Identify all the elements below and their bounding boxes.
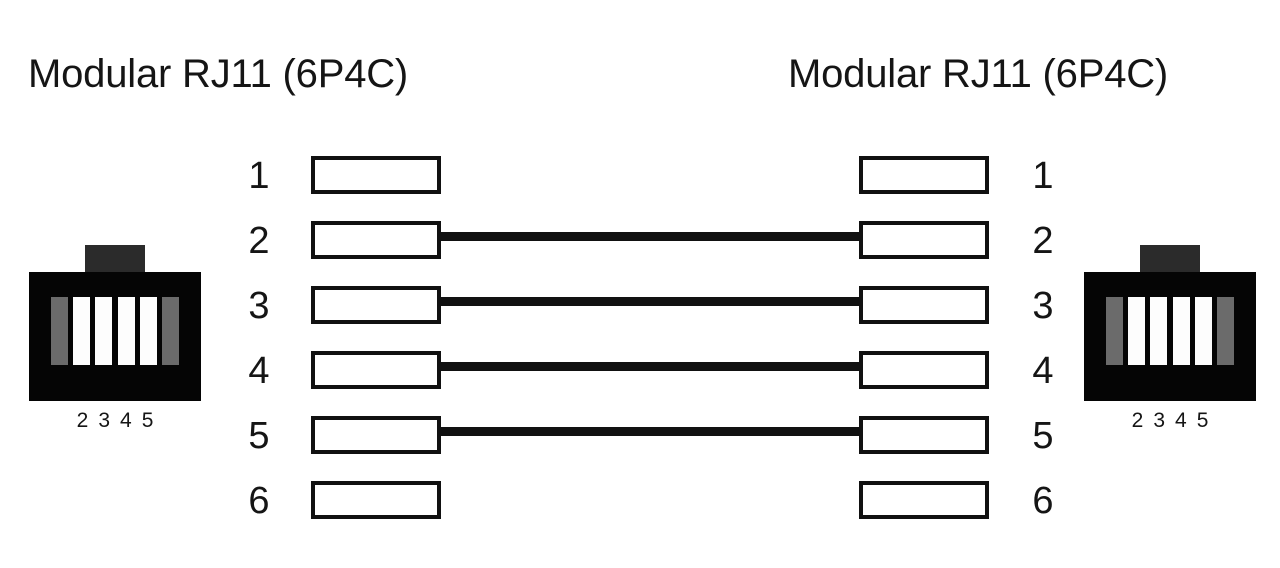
right-pin-box-5 (859, 416, 989, 454)
left-pin-box-column (311, 148, 441, 538)
right-connector-pin-label-4: 4 (1175, 409, 1187, 432)
right-contact-pin-6 (1216, 297, 1234, 365)
right-connector-latch-tab (1140, 245, 1200, 273)
left-pin-slot-1 (311, 148, 441, 213)
left-connector-pin-labels: 2 3 4 5 (44, 408, 186, 434)
left-pin-box-1 (311, 156, 441, 194)
right-connector-pin-labels: 2 3 4 5 (1099, 408, 1241, 434)
right-connector-title: Modular RJ11 (6P4C) (788, 52, 1169, 96)
left-connector-pin-label-4: 4 (120, 409, 132, 432)
left-contact-pin-6 (161, 297, 179, 365)
right-pin-number-6: 6 (1032, 480, 1054, 522)
right-pin-slot-6 (859, 473, 989, 538)
left-pin-slot-5 (311, 408, 441, 473)
left-pin-slot-3 (311, 278, 441, 343)
right-pin-box-1 (859, 156, 989, 194)
right-contact-pin-5 (1194, 297, 1212, 365)
left-connector-pin-label-5: 5 (141, 409, 154, 432)
left-pin-number-4: 4 (248, 350, 270, 392)
left-pin-box-2 (311, 221, 441, 259)
left-contact-pin-4 (117, 297, 135, 365)
right-pin-slot-4 (859, 343, 989, 408)
right-pin-number-5: 5 (1032, 415, 1054, 457)
wire-pin-5-to-5 (437, 427, 863, 436)
right-pin-box-2 (859, 221, 989, 259)
right-pin-slot-5 (859, 408, 989, 473)
right-connector-pin-label-5: 5 (1196, 409, 1209, 432)
left-contact-pin-1 (51, 297, 68, 365)
right-pin-number-3: 3 (1032, 285, 1054, 327)
left-contact-pin-3 (95, 297, 113, 365)
left-pin-box-3 (311, 286, 441, 324)
left-pin-number-1: 1 (248, 155, 270, 197)
left-connector-title: Modular RJ11 (6P4C) (28, 52, 409, 96)
right-pin-number-2: 2 (1032, 220, 1054, 262)
wire-pin-2-to-2 (437, 232, 863, 241)
left-pin-box-6 (311, 481, 441, 519)
right-pin-slot-1 (859, 148, 989, 213)
right-pin-number-1: 1 (1032, 155, 1054, 197)
right-contact-pin-4 (1172, 297, 1190, 365)
left-pin-slot-2 (311, 213, 441, 278)
right-connector-pin-label-3: 3 (1153, 409, 1165, 432)
left-contact-pin-2 (73, 297, 91, 365)
left-pin-box-5 (311, 416, 441, 454)
right-pin-box-6 (859, 481, 989, 519)
right-pin-box-3 (859, 286, 989, 324)
right-pin-box-column (859, 148, 989, 538)
wire-pin-3-to-3 (437, 297, 863, 306)
left-connector-contact-pins (51, 297, 179, 365)
right-pin-slot-3 (859, 278, 989, 343)
right-contact-pin-3 (1150, 297, 1168, 365)
left-pin-number-6: 6 (248, 480, 270, 522)
right-pin-slot-2 (859, 213, 989, 278)
right-contact-pin-1 (1106, 297, 1123, 365)
left-pin-number-5: 5 (248, 415, 270, 457)
left-pin-number-3: 3 (248, 285, 270, 327)
right-connector-contact-pins (1106, 297, 1234, 365)
left-pin-slot-6 (311, 473, 441, 538)
right-pin-number-4: 4 (1032, 350, 1054, 392)
left-pin-box-4 (311, 351, 441, 389)
right-contact-pin-2 (1128, 297, 1146, 365)
left-connector-latch-tab (85, 245, 145, 273)
right-pin-number-column: 1 2 3 4 5 6 (1022, 148, 1064, 538)
left-connector-pin-label-2: 2 (76, 409, 89, 432)
left-contact-pin-5 (139, 297, 157, 365)
left-pin-number-2: 2 (248, 220, 270, 262)
right-connector-pin-label-2: 2 (1131, 409, 1144, 432)
left-pin-slot-4 (311, 343, 441, 408)
right-pin-box-4 (859, 351, 989, 389)
left-pin-number-column: 1 2 3 4 5 6 (238, 148, 280, 538)
wire-pin-4-to-4 (437, 362, 863, 371)
left-connector-pin-label-3: 3 (98, 409, 110, 432)
